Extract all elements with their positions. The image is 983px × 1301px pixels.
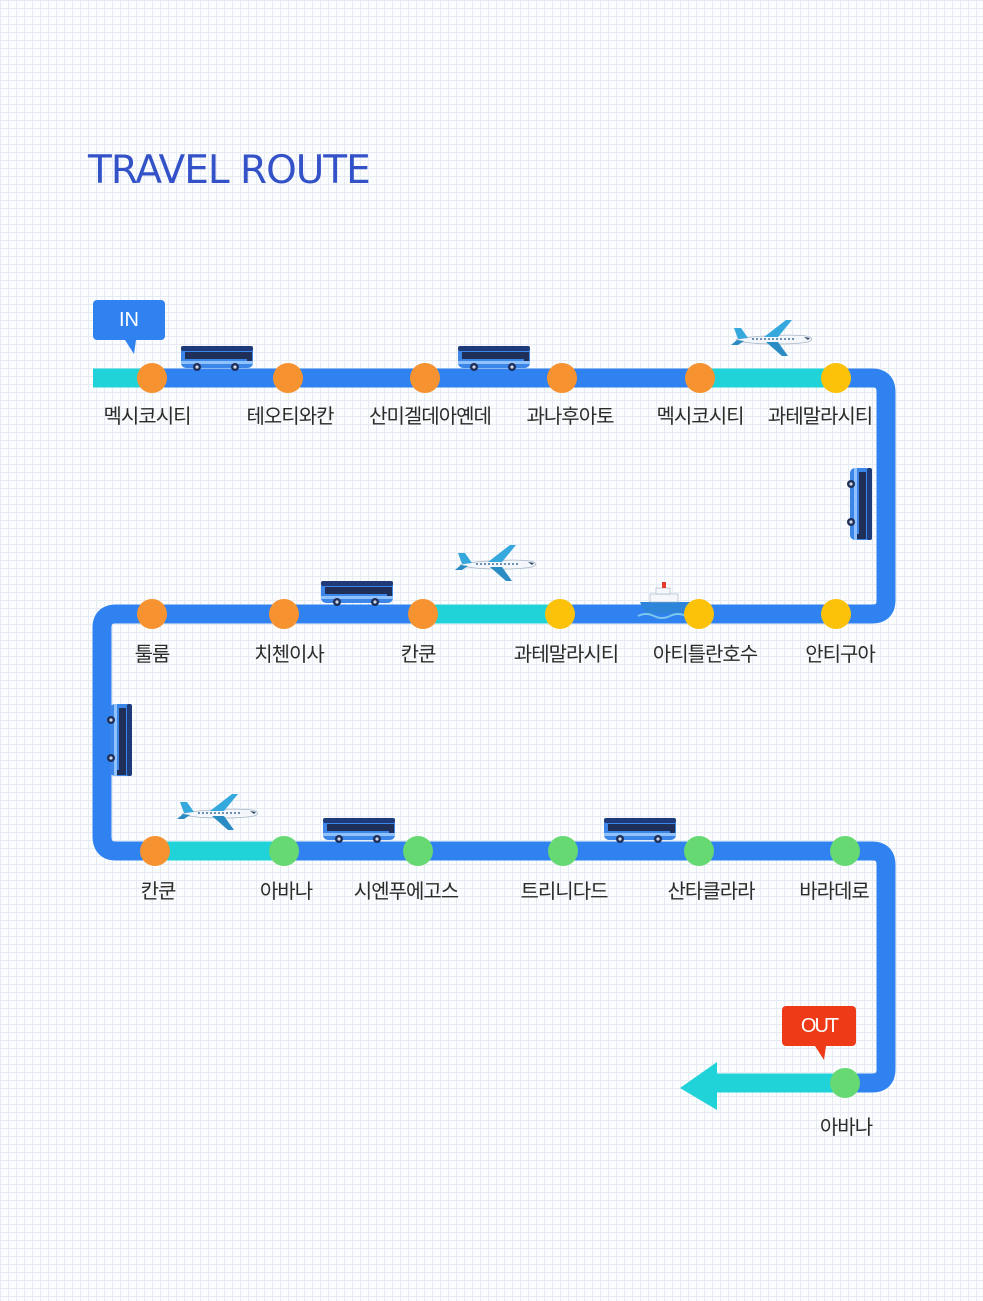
stop-label: 멕시코시티 xyxy=(103,404,192,428)
stop-label: 아바나 xyxy=(819,1115,873,1139)
airplane-icon xyxy=(176,793,259,831)
stop-label: 과테말라시티 xyxy=(767,404,873,428)
stop-label: 안티구아 xyxy=(805,642,876,666)
stop-label: 시엔푸에고스 xyxy=(353,879,459,903)
bus-icon xyxy=(323,818,395,843)
route-line xyxy=(92,368,896,1093)
stop-label: 아바나 xyxy=(259,879,313,903)
stop-marker xyxy=(684,836,714,866)
stop-marker xyxy=(830,1068,860,1098)
stop-marker xyxy=(137,363,167,393)
page-title: TRAVEL ROUTE xyxy=(88,148,371,193)
stop-label: 툴룸 xyxy=(134,642,171,666)
stop-marker xyxy=(273,363,303,393)
stop-label: 산미겔데아옌데 xyxy=(369,404,492,428)
stop-label: 아티틀란호수 xyxy=(652,642,758,666)
stop-marker xyxy=(403,836,433,866)
airplane-icon xyxy=(454,544,537,582)
stop-label: 치첸이사 xyxy=(254,642,325,666)
stop-label: 과테말라시티 xyxy=(513,642,619,666)
bus-icon xyxy=(181,346,253,371)
stop-label: 과나후아토 xyxy=(526,404,615,428)
bus-icon xyxy=(847,468,872,540)
stop-label: 바라데로 xyxy=(799,879,870,903)
stop-marker xyxy=(410,363,440,393)
stop-marker xyxy=(269,836,299,866)
stop-marker xyxy=(821,599,851,629)
bus-icon xyxy=(107,704,132,776)
stop-label: 테오티와칸 xyxy=(246,404,335,428)
stop-marker xyxy=(547,363,577,393)
stops-layer xyxy=(137,363,860,1098)
stop-marker xyxy=(137,599,167,629)
stop-marker xyxy=(140,836,170,866)
stop-marker xyxy=(545,599,575,629)
stop-label: 칸쿤 xyxy=(140,879,177,903)
stop-marker xyxy=(408,599,438,629)
stop-label: 트리니다드 xyxy=(520,879,609,903)
route-end-arrow xyxy=(680,1062,717,1110)
stop-marker xyxy=(548,836,578,866)
stop-marker xyxy=(830,836,860,866)
bus-icon xyxy=(604,818,676,843)
in-tag: IN xyxy=(93,300,165,354)
stop-marker xyxy=(685,363,715,393)
airplane-icon xyxy=(730,319,813,357)
stop-marker xyxy=(269,599,299,629)
bus-icon xyxy=(321,581,393,606)
stop-marker xyxy=(821,363,851,393)
stop-label: 칸쿤 xyxy=(400,642,437,666)
bus-icon xyxy=(458,346,530,371)
stop-label: 멕시코시티 xyxy=(656,404,745,428)
stop-label: 산타클라라 xyxy=(667,879,756,903)
stop-marker xyxy=(684,599,714,629)
out-tag: OUT xyxy=(782,1006,856,1060)
